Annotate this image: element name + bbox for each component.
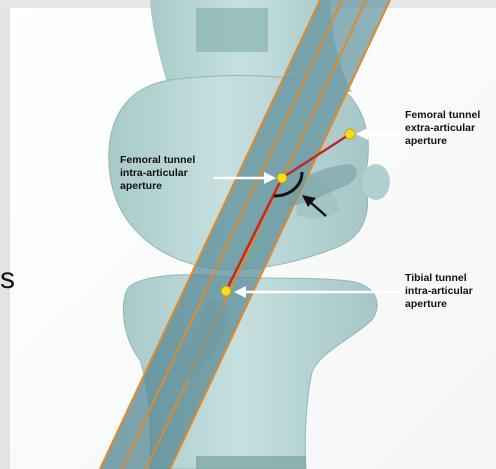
label-line: Femoral tunnel: [120, 154, 195, 167]
tibial-intra-aperture-marker: [221, 286, 231, 296]
label-line: intra-articular: [120, 167, 195, 180]
tibia-canal: [196, 456, 306, 469]
label-line: Tibial tunnel: [405, 272, 473, 285]
cropped-edge-text: s: [0, 264, 15, 294]
label-line: extra-articular: [405, 122, 480, 135]
label-line: Femoral tunnel: [405, 109, 480, 122]
femoral-extra-aperture-marker: [345, 129, 355, 139]
label-line: aperture: [405, 135, 480, 148]
femoral-extra-articular-label: Femoral tunnel extra-articular aperture: [405, 109, 480, 148]
femur-shaft-canal: [196, 8, 268, 52]
label-line: aperture: [405, 298, 473, 311]
femoral-intra-articular-label: Femoral tunnel intra-articular aperture: [120, 154, 195, 193]
tibial-intra-articular-label: Tibial tunnel intra-articular aperture: [405, 272, 473, 311]
epicondyle-bump: [362, 164, 390, 200]
left-border: [0, 0, 10, 469]
label-line: intra-articular: [405, 285, 473, 298]
label-line: aperture: [120, 180, 195, 193]
femoral-intra-aperture-marker: [277, 173, 287, 183]
